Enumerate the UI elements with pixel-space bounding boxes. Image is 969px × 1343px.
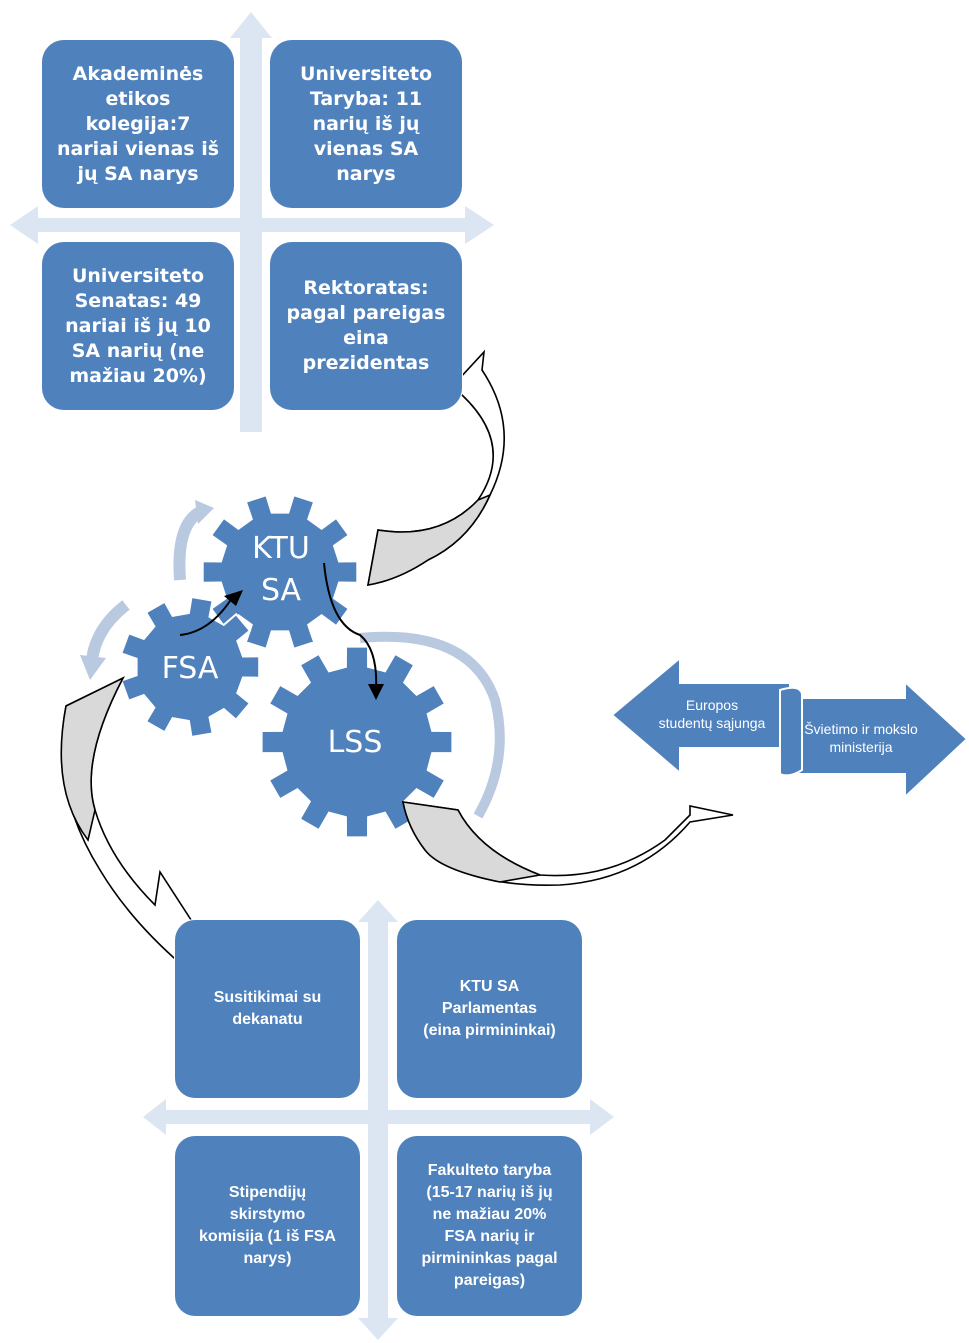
curved-arrow-ktu-rektoratas-shade — [367, 493, 492, 586]
top-horizontal-axis — [10, 206, 494, 244]
cycle-arc-left-head — [80, 655, 106, 680]
cycle-arc-top — [173, 506, 204, 581]
gear-cycle-arrows — [80, 500, 505, 819]
fsa-to-ktu-arrow — [179, 597, 233, 636]
box-universiteto-senatas: Universiteto Senatas: 49 nariai iš jų 10… — [42, 242, 234, 410]
top-matrix-axes — [10, 12, 494, 432]
gear-ktu-sa — [201, 493, 359, 651]
scroll-curl — [779, 686, 803, 777]
fsa-to-ktu-arrow-head — [224, 590, 243, 606]
curved-arrows — [60, 349, 734, 994]
gear-ktu-shape — [201, 493, 359, 651]
black-connector-arrows — [179, 562, 384, 700]
label-svietimo-ir-mokslo-ministerija: Švietimo ir mokslo ministerija — [804, 721, 918, 755]
bottom-horizontal-axis — [143, 1099, 614, 1135]
cycle-arc-top-head — [195, 500, 214, 524]
box-susitikimai-su-dekanatu: Susitikimai su dekanatu — [175, 920, 360, 1098]
arrow-ministerija — [779, 679, 969, 800]
box-rektoratas: Rektoratas: pagal pareigas eina preziden… — [270, 242, 462, 410]
box-akademines-etikos-kolegija: Akademinės etikos kolegija:7 nariai vien… — [42, 40, 234, 208]
curved-arrow-fsa-bottom-shade — [60, 676, 125, 842]
cycle-arc-left — [86, 600, 130, 661]
gears — [120, 493, 454, 839]
gear-label-fsa: FSA — [161, 651, 219, 686]
box-ktu-sa-parlamentas: KTU SA Parlamentas (eina pirmininkai) — [397, 920, 582, 1098]
box-fakulteto-taryba: Fakulteto taryba (15-17 narių iš jų ne m… — [397, 1136, 582, 1316]
label-europos-studentu-sajunga: Europos studentų sąjunga — [658, 697, 766, 731]
curved-arrow-lss-external-shade — [402, 801, 543, 883]
box-universiteto-taryba: Universiteto Taryba: 11 narių iš jų vien… — [270, 40, 462, 208]
box-stipendiju-skirstymo-komisija: Stipendijų skirstymo komisija (1 iš FSA … — [175, 1136, 360, 1316]
bottom-matrix-axes — [143, 900, 614, 1340]
ktu-to-lss-arrow — [323, 562, 378, 691]
gear-label-lss: LSS — [327, 725, 383, 760]
cycle-ring-lss — [359, 631, 505, 819]
ktu-to-lss-arrow-head — [368, 684, 384, 700]
external-arrows — [610, 655, 969, 800]
gear-label-ktu-sa: KTU SA — [252, 531, 310, 608]
